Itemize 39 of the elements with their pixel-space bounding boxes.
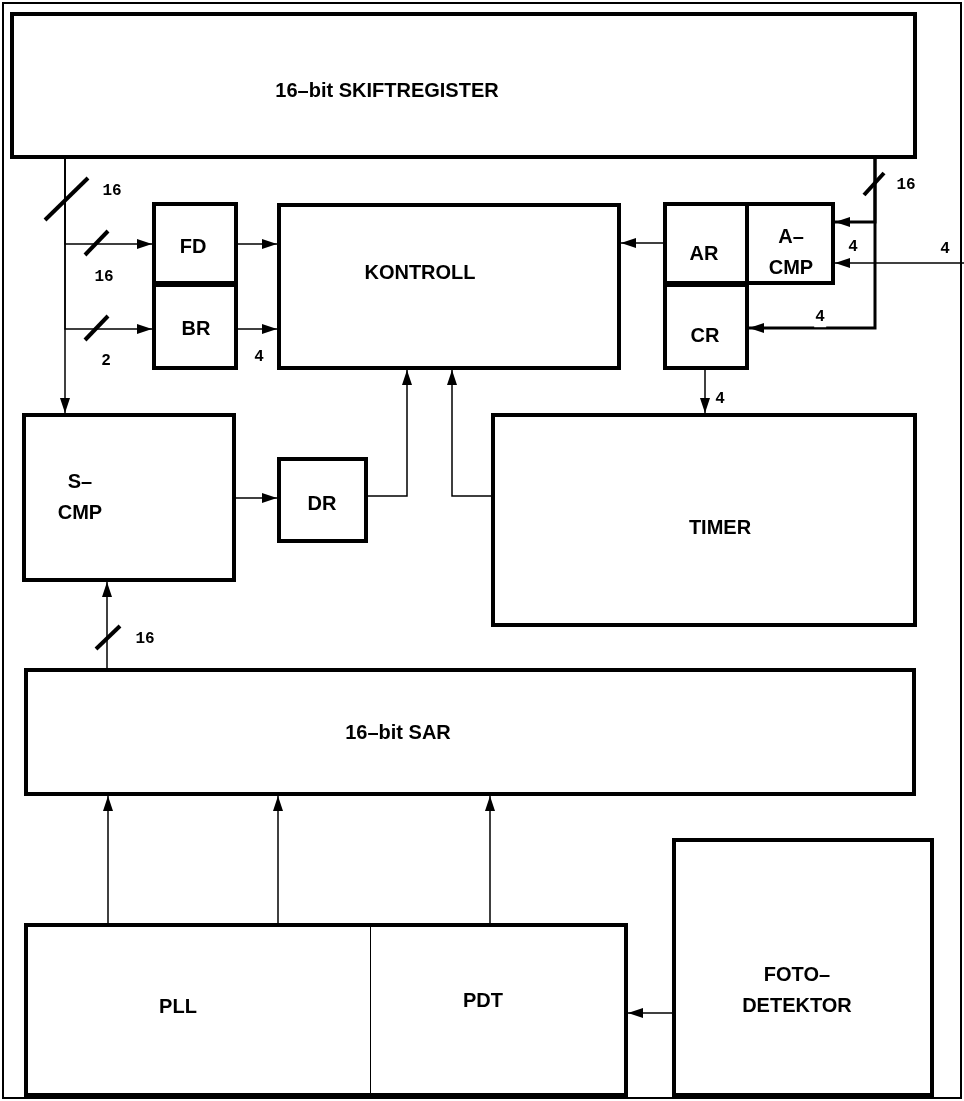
arrow bbox=[102, 581, 112, 669]
block-label: S– CMP bbox=[56, 469, 104, 525]
block-label: PLL bbox=[159, 993, 197, 1019]
block-label: DR bbox=[307, 490, 337, 516]
arrow bbox=[103, 795, 113, 924]
block-label: AR bbox=[689, 240, 719, 266]
block-label: BR bbox=[181, 315, 211, 341]
arrow bbox=[620, 238, 664, 248]
arrow bbox=[447, 369, 492, 497]
block-label: CR bbox=[690, 322, 720, 348]
register-box bbox=[24, 668, 916, 796]
arrow bbox=[235, 493, 278, 503]
comparator-box bbox=[22, 413, 236, 582]
arrow bbox=[237, 239, 278, 249]
register-box bbox=[10, 12, 917, 159]
arrow bbox=[64, 158, 153, 334]
block-label: 16–bit SAR bbox=[345, 719, 451, 745]
arrow bbox=[237, 324, 278, 334]
pll-box bbox=[24, 923, 371, 1097]
block-label: FD bbox=[179, 233, 207, 259]
block-label: A– CMP bbox=[767, 224, 815, 280]
register-box bbox=[277, 457, 368, 543]
arrow bbox=[749, 159, 877, 333]
block-label: 16–bit SKIFTREGISTER bbox=[275, 77, 499, 103]
arrow bbox=[834, 258, 964, 268]
photodetector-box bbox=[672, 838, 934, 1097]
arrow bbox=[367, 369, 412, 497]
block-label: KONTROLL bbox=[364, 259, 476, 285]
bus-width-label: 4 bbox=[814, 309, 826, 327]
timer-box bbox=[491, 413, 917, 627]
control-box bbox=[277, 203, 621, 370]
arrow bbox=[485, 795, 495, 924]
block-label: TIMER bbox=[688, 514, 752, 540]
block-label: PDT bbox=[463, 987, 503, 1013]
arrow bbox=[700, 369, 710, 414]
arrow bbox=[273, 795, 283, 924]
arrow bbox=[627, 1008, 673, 1018]
block-label: FOTO– DETEKTOR bbox=[741, 962, 853, 1018]
detector-box bbox=[370, 923, 628, 1097]
